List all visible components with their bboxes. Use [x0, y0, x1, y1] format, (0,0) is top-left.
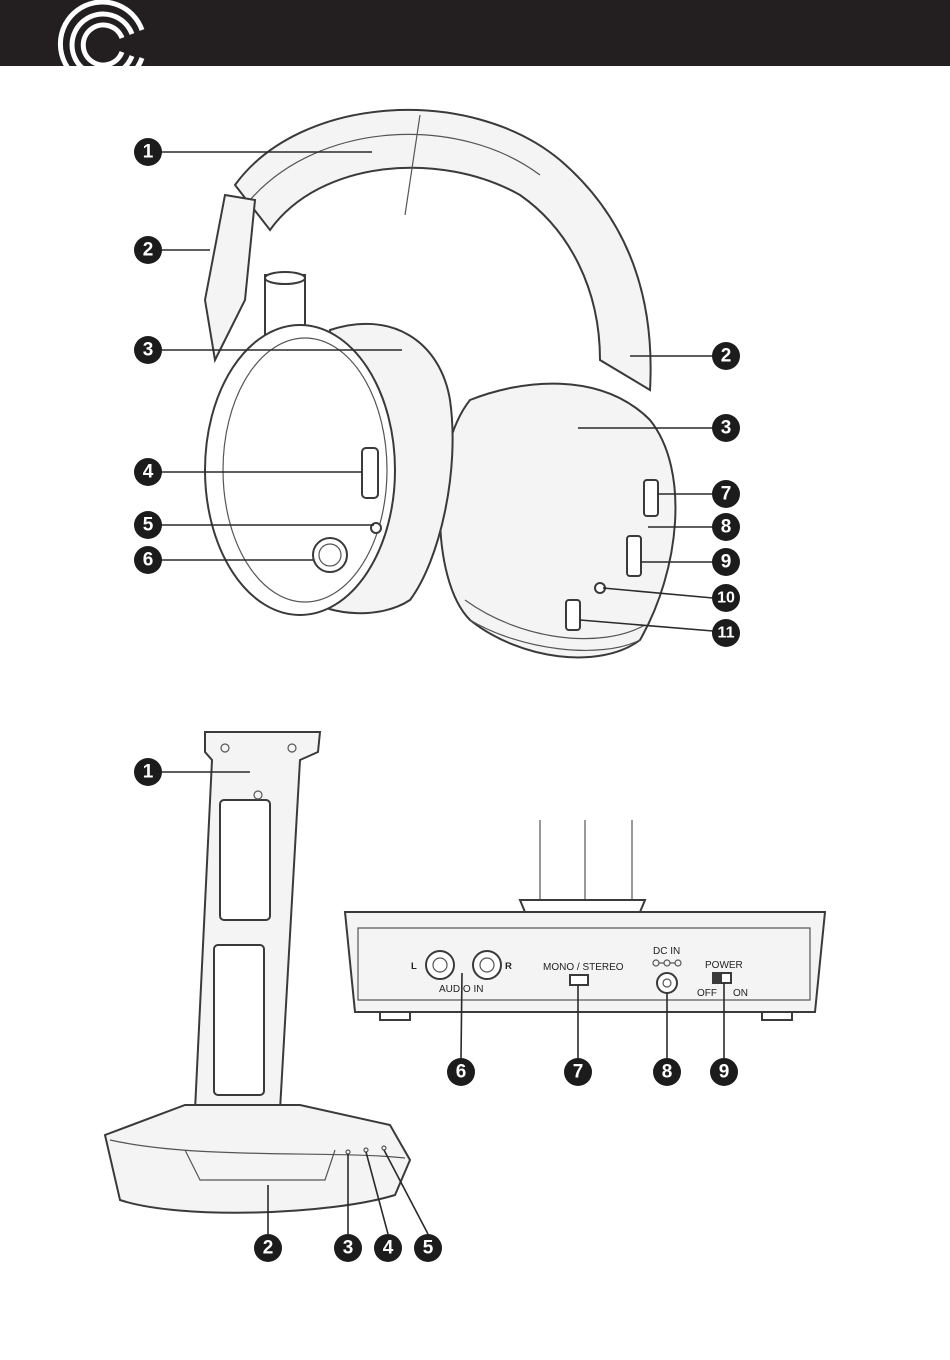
power-on-label: ON — [733, 988, 748, 999]
base-rear-callout: 8 — [653, 1058, 681, 1086]
callout-number: 9 — [721, 552, 732, 573]
callout-number: 5 — [423, 1238, 434, 1259]
headset-callout: 3 — [134, 336, 162, 364]
headset-callout: 5 — [134, 511, 162, 539]
callout-number: 5 — [143, 515, 154, 536]
callout-number: 7 — [721, 484, 732, 505]
callout-number: 4 — [383, 1238, 394, 1259]
callout-number: 3 — [343, 1238, 354, 1259]
power-label: POWER — [705, 960, 743, 971]
brand-c-logo-icon — [60, 2, 142, 86]
headset-callout: 11 — [712, 619, 740, 647]
headset-callout: 6 — [134, 546, 162, 574]
headset-callout: 2 — [134, 236, 162, 264]
headset-callout: 2 — [712, 342, 740, 370]
audio-left-label: L — [411, 961, 417, 972]
mono-stereo-label: MONO / STEREO — [543, 962, 624, 973]
callout-number: 10 — [717, 590, 735, 607]
base-rear-callout: 7 — [564, 1058, 592, 1086]
dc-in-label: DC IN — [653, 946, 680, 957]
callout-number: 8 — [662, 1062, 673, 1083]
base-rear-callout: 6 — [447, 1058, 475, 1086]
callout-number: 8 — [721, 517, 732, 538]
callout-number: 7 — [573, 1062, 584, 1083]
base-rear-illustration — [345, 820, 825, 1020]
callout-number: 3 — [143, 340, 154, 361]
headset-callout: 8 — [712, 513, 740, 541]
callout-number: 6 — [456, 1062, 467, 1083]
headset-callout: 7 — [712, 480, 740, 508]
headset-callout: 3 — [712, 414, 740, 442]
stand-callout: 4 — [374, 1234, 402, 1262]
stand-callout: 2 — [254, 1234, 282, 1262]
callout-number: 4 — [143, 462, 154, 483]
callout-number: 2 — [263, 1238, 274, 1259]
headset-callout: 4 — [134, 458, 162, 486]
base-rear-callout: 9 — [710, 1058, 738, 1086]
callout-number: 9 — [719, 1062, 730, 1083]
power-off-label: OFF — [697, 988, 717, 999]
audio-right-label: R — [505, 961, 512, 972]
headset-callout: 9 — [712, 548, 740, 576]
callout-number: 3 — [721, 418, 732, 439]
callout-number: 2 — [721, 346, 732, 367]
callout-number: 11 — [718, 625, 735, 642]
headset-callout: 1 — [134, 138, 162, 166]
headset-callout: 10 — [712, 584, 740, 612]
callout-number: 1 — [143, 762, 154, 783]
stand-callout: 3 — [334, 1234, 362, 1262]
callout-number: 6 — [143, 550, 154, 571]
callout-number: 2 — [143, 240, 154, 261]
stand-callout: 5 — [414, 1234, 442, 1262]
stand-callout: 1 — [134, 758, 162, 786]
callout-number: 1 — [143, 142, 154, 163]
headset-illustration — [205, 110, 675, 658]
